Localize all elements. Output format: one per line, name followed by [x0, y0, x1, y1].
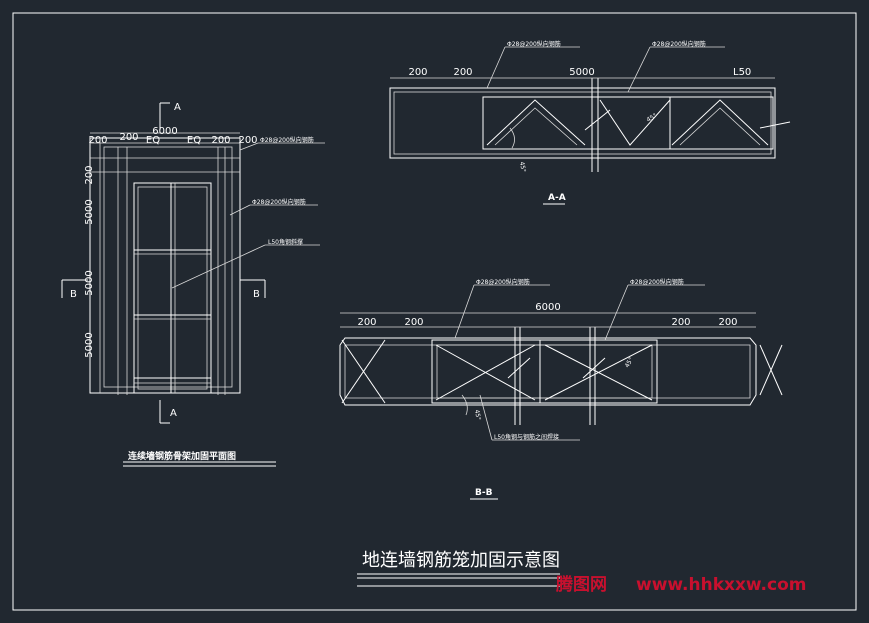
bb-end-brace	[341, 339, 386, 404]
bb-truss-frame	[431, 339, 658, 404]
bb-leader	[604, 284, 629, 341]
plan-dim-5000: 5000	[84, 332, 95, 357]
section-a-top-label: A	[174, 102, 181, 113]
plan-dim-eq: EQ	[146, 135, 160, 146]
aa-caption: A-A	[548, 193, 566, 203]
plan-label-angle: L50角钢斜撑	[268, 238, 303, 246]
plan-dim-5000: 5000	[84, 270, 95, 295]
section-bb-view: 6000 200 200 200 200 Φ28@200纵向钢筋 Φ28@200…	[339, 278, 783, 500]
plan-view: 6000 200 200 EQ EQ 200 200 200 5000 5000…	[61, 102, 325, 467]
bb-angle-b: 45°	[473, 409, 482, 421]
aa-break-mark	[759, 121, 791, 129]
bb-inner-frame	[344, 344, 751, 399]
plan-leader	[171, 244, 266, 289]
bb-leader	[454, 284, 475, 339]
bb-label-rebar2: Φ28@200纵向钢筋	[630, 278, 684, 286]
plan-label-rebar-side: Φ28@200纵向钢筋	[252, 198, 306, 206]
aa-outer-frame	[389, 87, 776, 159]
aa-dim-200: 200	[453, 67, 472, 78]
aa-inner-frame	[393, 91, 772, 155]
plan-dim-200: 200	[211, 135, 230, 146]
bb-end-brace	[759, 344, 783, 396]
plan-inner-frame	[103, 146, 233, 388]
bb-dim-200: 200	[718, 317, 737, 328]
bb-angle-arc	[461, 394, 468, 416]
aa-truss-diagonal	[671, 99, 769, 146]
watermark-url: www.hhkxxw.com	[636, 575, 806, 595]
plan-dim-6000: 6000	[152, 126, 177, 137]
aa-dim-200: 200	[408, 67, 427, 78]
bb-truss-inner	[436, 344, 653, 399]
bb-truss-diagonal	[544, 344, 653, 401]
plan-cage-inner	[137, 186, 208, 390]
section-b-left-label: B	[70, 289, 77, 300]
aa-dim-l50: L50	[733, 67, 751, 78]
plan-dim-200: 200	[119, 132, 138, 143]
bb-dim-200: 200	[357, 317, 376, 328]
plan-dim-200: 200	[88, 135, 107, 146]
bb-outer-frame	[339, 337, 757, 406]
aa-angle-arc	[509, 127, 515, 149]
bb-angle-45: 45°	[624, 356, 635, 369]
aa-label-rebar2: Φ28@200纵向钢筋	[652, 40, 706, 48]
plan-caption: 连续墙钢筋骨架加固平面图	[128, 450, 236, 462]
plan-leader	[239, 142, 259, 151]
aa-truss-diagonal	[486, 99, 586, 146]
aa-truss-diagonal	[599, 99, 671, 146]
bb-leader	[479, 394, 493, 441]
plan-leader	[229, 204, 251, 216]
aa-truss-frame	[482, 96, 774, 150]
section-aa-view: 200 200 5000 L50 Φ28@200纵向钢筋 Φ28@200纵向钢筋…	[389, 40, 791, 205]
plan-dim-5000: 5000	[84, 199, 95, 224]
watermark-brand: 腾图网	[556, 574, 607, 595]
bb-truss-diagonal	[435, 344, 536, 401]
plan-dim-200: 200	[238, 135, 257, 146]
plan-dim-200: 200	[84, 165, 95, 184]
section-b-right-label: B	[253, 289, 260, 300]
aa-leader	[627, 46, 651, 93]
aa-angle-45: 45°	[646, 112, 659, 123]
plan-outer-frame	[89, 137, 241, 394]
plan-dim-eq: EQ	[187, 135, 201, 146]
bb-dim-200: 200	[671, 317, 690, 328]
plan-label-rebar-top: Φ28@200纵向钢筋	[260, 136, 314, 144]
bb-dim-6000: 6000	[535, 302, 560, 313]
bb-label-rebar1: Φ28@200纵向钢筋	[476, 278, 530, 286]
drawing-title: 地连墙钢筋笼加固示意图	[362, 550, 560, 571]
drawing-border	[12, 12, 857, 611]
bb-caption: B-B	[475, 488, 493, 498]
bb-break-mark	[582, 357, 606, 379]
bb-dim-200: 200	[404, 317, 423, 328]
aa-label-rebar1: Φ28@200纵向钢筋	[507, 40, 561, 48]
aa-truss-diagonal	[494, 107, 578, 146]
aa-truss-diagonal	[679, 107, 761, 146]
aa-dim-5000: 5000	[569, 67, 594, 78]
section-a-bottom-label: A	[170, 408, 177, 419]
aa-leader	[486, 46, 506, 89]
bb-label-note: L50角钢与钢筋之间焊接	[494, 433, 559, 441]
aa-break-mark	[584, 109, 611, 131]
bb-break-mark	[507, 357, 531, 379]
aa-angle-b: 45°	[518, 161, 527, 173]
plan-cage-frame	[133, 182, 212, 394]
